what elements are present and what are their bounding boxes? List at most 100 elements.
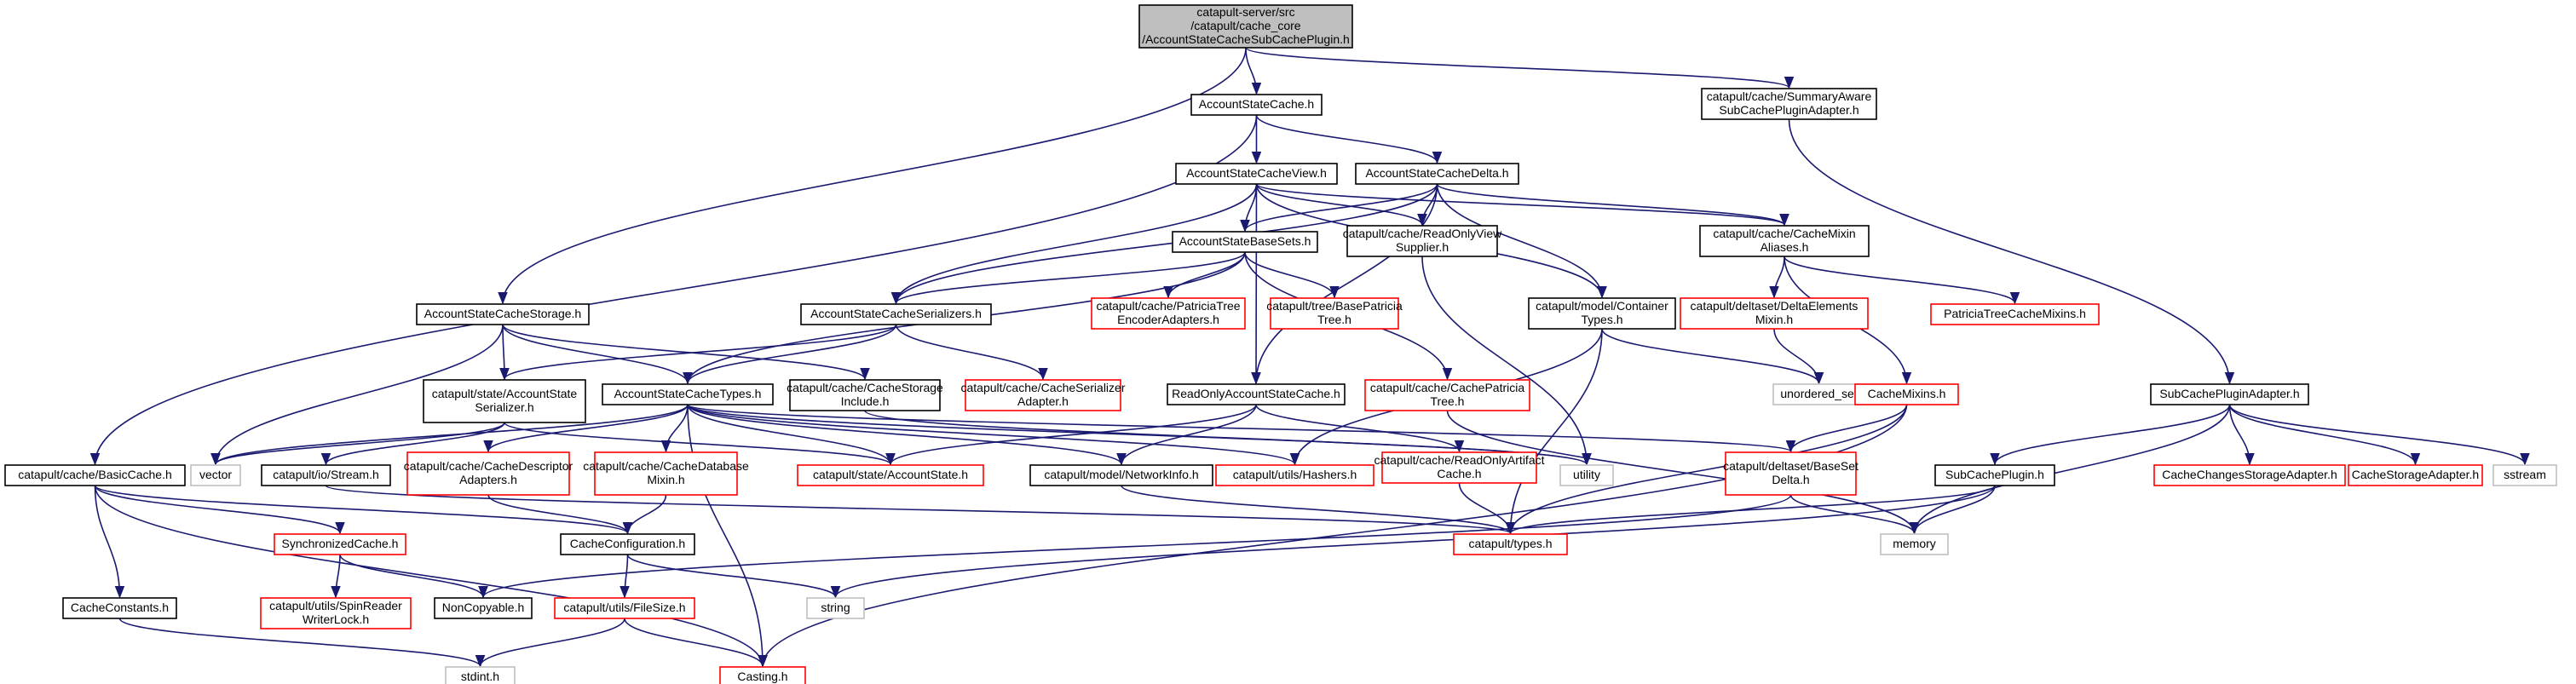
edge-root-to-storage	[498, 47, 1247, 305]
edge-ascview-to-readonlyview	[1255, 183, 1427, 227]
node-box	[1138, 4, 1353, 49]
node-label-line: SynchronizedCache.h	[282, 537, 399, 550]
edge-ascview-to-mixinaliases	[1255, 183, 1789, 227]
node-label-line: PatriciaTreeCacheMixins.h	[1944, 307, 2086, 320]
edge-dbmixin-to-cacheconfig	[622, 494, 667, 535]
header-node-hashers[interactable]: catapult/utils/Hashers.h	[1215, 464, 1374, 486]
header-node-sstream: sstream	[2492, 464, 2557, 486]
node-label-line: unordered_set	[1780, 387, 1857, 400]
edge-ascdelta-to-readonlyasc	[1251, 183, 1438, 385]
header-node-casting[interactable]: Casting.h	[719, 666, 806, 684]
header-node-cachemixins[interactable]: CacheMixins.h	[1854, 383, 1959, 405]
node-label-line: catapult/cache/CacheDescriptor	[404, 459, 573, 473]
header-node-storageadapter[interactable]: CacheStorageAdapter.h	[2348, 464, 2483, 486]
header-node-changesadapter[interactable]: CacheChangesStorageAdapter.h	[2153, 464, 2346, 486]
edge-descadapters-to-cacheconfig	[487, 494, 633, 535]
node-box	[1091, 297, 1246, 330]
header-node-filesize[interactable]: catapult/utils/FileSize.h	[554, 597, 695, 619]
node-box	[806, 597, 865, 619]
header-node-serializers[interactable]: AccountStateCacheSerializers.h	[800, 303, 992, 325]
edge-types-to-vector	[210, 404, 689, 466]
node-label-line: Adapters.h	[459, 473, 517, 486]
node-label-line: catapult/io/Stream.h	[273, 468, 379, 481]
node-box	[2492, 464, 2557, 486]
edge-baseset-to-noncopyable	[478, 494, 1792, 599]
node-label-line: utility	[1573, 468, 1600, 481]
node-box	[1175, 163, 1338, 185]
edge-readonlyview-to-utility	[1421, 256, 1592, 466]
header-node-subadapter[interactable]: SubCachePluginAdapter.h	[2150, 383, 2309, 405]
edge-root-to-summary	[1245, 47, 1794, 89]
node-label-line: Casting.h	[737, 670, 787, 683]
edge-synccache-to-noncopyable	[339, 554, 488, 599]
node-label-line: catapult/utils/FileSize.h	[563, 601, 685, 614]
header-node-subplugin[interactable]: SubCachePlugin.h	[1934, 464, 2055, 486]
node-box	[1215, 464, 1374, 486]
node-label-line: Tree.h	[1317, 313, 1351, 326]
edge-readonlyasc-to-accountstate	[885, 404, 1257, 466]
edge-subadapter-to-changesadapter	[2228, 404, 2255, 466]
node-label-line: SubCachePluginAdapter.h	[2159, 387, 2299, 400]
edge-mixinaliases-to-ptcachemixins	[1784, 256, 2020, 305]
node-label-line: sstream	[2504, 468, 2546, 481]
dependency-edges	[89, 47, 2530, 668]
node-label-line: catapult/cache/SummaryAware	[1707, 89, 1872, 103]
header-node-ctypes[interactable]: catapult/types.h	[1453, 533, 1568, 555]
header-node-ptcachemixins[interactable]: PatriciaTreeCacheMixins.h	[1930, 303, 2100, 325]
edge-storage-to-storageinclude	[502, 324, 870, 381]
header-node-basesets[interactable]: AccountStateBaseSets.h	[1172, 231, 1318, 253]
edge-ascdelta-to-container	[1436, 183, 1607, 299]
header-node-synccache[interactable]: SynchronizedCache.h	[274, 533, 406, 555]
header-node-stdint: stdint.h	[445, 666, 516, 684]
edge-storage-to-statesser	[499, 324, 510, 381]
node-box	[1172, 231, 1318, 253]
edge-ascdelta-to-basesets	[1240, 183, 1438, 233]
edge-types-to-descadapters	[483, 404, 689, 453]
header-node-encoder[interactable]: catapult/cache/PatriciaTreeEncoderAdapte…	[1091, 297, 1246, 330]
edge-cacheconfig-to-string	[626, 554, 841, 599]
edge-ascview-to-readonlyasc	[1251, 183, 1261, 385]
edge-ascdelta-to-serializers	[890, 183, 1438, 305]
header-node-constants[interactable]: CacheConstants.h	[62, 597, 177, 619]
header-node-summary[interactable]: catapult/cache/SummaryAwareSubCachePlugi…	[1701, 88, 1877, 120]
header-node-readonlyasc[interactable]: ReadOnlyAccountStateCache.h	[1167, 383, 1346, 405]
header-node-string: string	[806, 597, 865, 619]
header-node-accountstate[interactable]: catapult/state/AccountState.h	[797, 464, 984, 486]
header-node-networkinfo[interactable]: catapult/model/NetworkInfo.h	[1029, 464, 1213, 486]
header-node-ascdelta[interactable]: AccountStateCacheDelta.h	[1355, 163, 1519, 185]
header-node-storage[interactable]: AccountStateCacheStorage.h	[416, 303, 590, 325]
header-node-cacheconfig[interactable]: CacheConfiguration.h	[560, 533, 695, 555]
header-node-types[interactable]: AccountStateCacheTypes.h	[602, 383, 774, 405]
header-node-root[interactable]: catapult-server/src/catapult/cache_core/…	[1138, 4, 1353, 49]
node-label-line: catapult/cache/PatriciaTree	[1096, 299, 1240, 313]
header-node-ascview[interactable]: AccountStateCacheView.h	[1175, 163, 1338, 185]
edge-basiccache-to-constants	[94, 485, 125, 599]
node-box	[2153, 464, 2346, 486]
node-box	[965, 379, 1121, 411]
node-label-line: ReadOnlyAccountStateCache.h	[1172, 387, 1340, 400]
header-node-ascache[interactable]: AccountStateCache.h	[1190, 94, 1323, 116]
node-box	[62, 597, 177, 619]
edge-basiccache-to-synccache	[94, 485, 345, 535]
node-box	[719, 666, 806, 684]
header-node-stream[interactable]: catapult/io/Stream.h	[261, 464, 391, 486]
header-node-basiccache[interactable]: catapult/cache/BasicCache.h	[4, 464, 186, 486]
edge-cachemixins-to-baseset	[1785, 404, 1908, 453]
node-label-line: /AccountStateCacheSubCachePlugin.h	[1142, 32, 1350, 46]
header-node-noncopyable[interactable]: NonCopyable.h	[434, 597, 533, 619]
